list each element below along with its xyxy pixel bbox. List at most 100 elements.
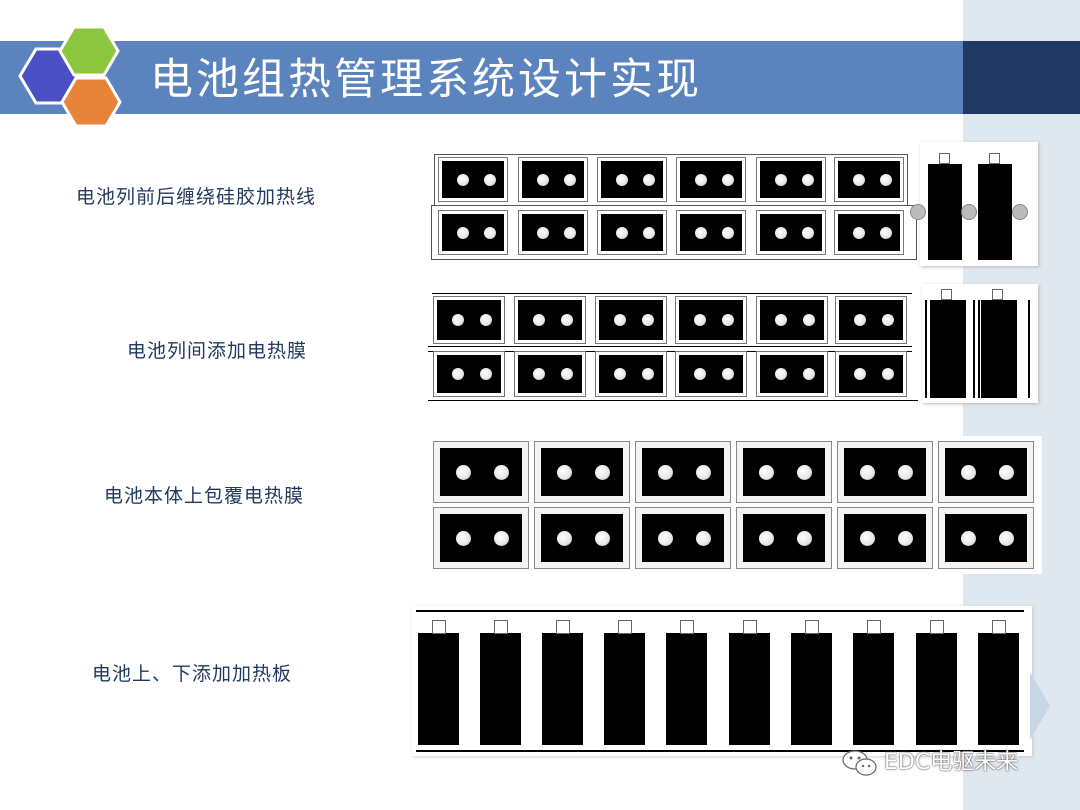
terminal bbox=[615, 226, 628, 239]
terminal bbox=[803, 368, 816, 380]
terminal bbox=[456, 531, 471, 546]
battery-cell-side bbox=[542, 633, 583, 745]
terminal bbox=[797, 531, 812, 546]
film-wrapped-cell bbox=[635, 441, 731, 503]
battery-cell bbox=[434, 297, 504, 343]
terminal bbox=[696, 465, 711, 480]
battery-cell bbox=[439, 211, 507, 254]
battery-cell-side bbox=[729, 633, 770, 745]
terminal bbox=[694, 314, 707, 326]
row-label-heating-plates: 电池上、下添加加热板 bbox=[92, 663, 293, 685]
battery-cell bbox=[642, 448, 724, 496]
terminal bbox=[802, 226, 815, 239]
battery-cell bbox=[541, 448, 623, 496]
film-wrapped-cell bbox=[433, 507, 529, 569]
battery-cell bbox=[515, 352, 585, 396]
battery-cell bbox=[844, 514, 926, 562]
terminal bbox=[882, 368, 895, 380]
battery-cell-side bbox=[853, 633, 894, 745]
terminal bbox=[614, 314, 627, 326]
battery-cell-side bbox=[928, 164, 962, 260]
terminal bbox=[961, 465, 976, 480]
terminal bbox=[852, 173, 865, 186]
terminal bbox=[557, 531, 572, 546]
terminal bbox=[774, 226, 787, 239]
terminal bbox=[854, 368, 867, 380]
terminal bbox=[456, 173, 469, 186]
heating-plate-top bbox=[416, 610, 1024, 612]
battery-cell-side bbox=[981, 300, 1017, 398]
terminal bbox=[480, 368, 493, 380]
film-wrapped-cell bbox=[534, 507, 630, 569]
battery-cell-side bbox=[978, 633, 1019, 745]
heating-film-line bbox=[1028, 300, 1030, 398]
terminal bbox=[642, 314, 655, 326]
terminal bbox=[452, 314, 465, 326]
battery-cell-side bbox=[666, 633, 707, 745]
terminal bbox=[759, 531, 774, 546]
terminal bbox=[880, 173, 893, 186]
battery-cell bbox=[519, 158, 587, 201]
terminal bbox=[999, 465, 1014, 480]
terminal-cap bbox=[494, 620, 508, 634]
film-wrapped-cell bbox=[938, 507, 1034, 569]
terminal bbox=[536, 226, 549, 239]
row-label-film-wrap: 电池本体上包覆电热膜 bbox=[104, 485, 305, 507]
film-wrapped-cell bbox=[635, 507, 731, 569]
terminal bbox=[882, 314, 895, 326]
terminal bbox=[803, 314, 816, 326]
terminal bbox=[694, 368, 707, 380]
battery-cell bbox=[440, 514, 522, 562]
heating-plate-bottom bbox=[416, 750, 1024, 752]
terminal bbox=[484, 226, 497, 239]
battery-cell bbox=[757, 297, 827, 343]
battery-cell bbox=[945, 514, 1027, 562]
battery-cell bbox=[596, 352, 666, 396]
film-wrapped-cell bbox=[736, 441, 832, 503]
terminal bbox=[561, 368, 574, 380]
battery-cell bbox=[743, 448, 825, 496]
title-bar-dark-end bbox=[963, 41, 1080, 114]
terminal bbox=[759, 465, 774, 480]
battery-cell bbox=[598, 158, 666, 201]
battery-cell bbox=[836, 297, 906, 343]
terminal bbox=[898, 531, 913, 546]
battery-cell-side bbox=[480, 633, 521, 745]
film-wrapped-cell bbox=[736, 507, 832, 569]
terminal bbox=[658, 465, 673, 480]
watermark-text: EDC电驱未来 bbox=[884, 750, 1019, 775]
terminal-cap bbox=[743, 620, 757, 634]
terminal bbox=[694, 226, 707, 239]
next-chevron-icon bbox=[1030, 672, 1050, 740]
terminal bbox=[595, 465, 610, 480]
terminal-cap bbox=[867, 620, 881, 634]
terminal bbox=[494, 465, 509, 480]
battery-cell bbox=[677, 211, 745, 254]
terminal-cap bbox=[992, 289, 1003, 300]
terminal bbox=[696, 531, 711, 546]
battery-cell bbox=[439, 158, 507, 201]
terminal-cap bbox=[941, 289, 952, 300]
battery-cell bbox=[541, 514, 623, 562]
terminal bbox=[775, 314, 788, 326]
terminal bbox=[722, 368, 735, 380]
terminal bbox=[860, 531, 875, 546]
terminal bbox=[999, 531, 1014, 546]
terminal bbox=[533, 314, 546, 326]
terminal bbox=[595, 531, 610, 546]
title-bar bbox=[0, 41, 963, 114]
heating-wire-node bbox=[961, 204, 977, 220]
film-line bbox=[428, 346, 912, 347]
battery-cell-side bbox=[916, 633, 957, 745]
heating-wire-node bbox=[910, 204, 926, 220]
terminal bbox=[643, 173, 656, 186]
terminal bbox=[898, 465, 913, 480]
terminal-cap bbox=[618, 620, 632, 634]
hexagon-cluster-icon bbox=[18, 25, 122, 128]
battery-cell bbox=[836, 352, 906, 396]
terminal bbox=[494, 531, 509, 546]
terminal bbox=[854, 314, 867, 326]
terminal-cap bbox=[680, 620, 694, 634]
film-wrapped-cell bbox=[534, 441, 630, 503]
heating-film-line bbox=[925, 300, 927, 398]
